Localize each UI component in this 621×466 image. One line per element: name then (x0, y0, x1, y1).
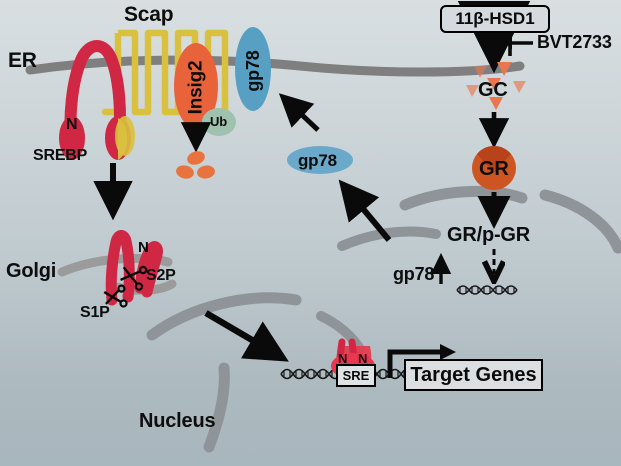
golgi-srebp-n-label: N (138, 239, 149, 256)
bvt2733-inhibition-connector (505, 30, 533, 56)
srebp-dimer-n-right-label: N (358, 351, 368, 366)
insig2-protein (174, 43, 218, 129)
scap-label: Scap (124, 3, 174, 26)
s2p-scissors-icon (120, 265, 148, 291)
gp78-membrane-label: gp78 (243, 50, 263, 92)
srebp-label: SREBP (33, 147, 88, 164)
gc-label: GC (478, 79, 508, 101)
ub-label: Ub (210, 114, 227, 129)
gp78-induction-arrow (338, 179, 392, 242)
gp78-membrane-protein (235, 27, 271, 111)
transcription-start-arrow (387, 344, 456, 378)
gp78-free-label: gp78 (298, 151, 337, 170)
target-genes-box: Target Genes (404, 359, 543, 391)
gp78-upregulated-label: gp78 (393, 264, 435, 284)
s1p-label: S1P (80, 304, 110, 321)
nuclear-envelope (146, 185, 621, 453)
dna-strand-gr (456, 285, 518, 295)
bvt2733-label: BVT2733 (537, 32, 612, 52)
gp78-free-protein (287, 146, 353, 174)
gp78-recruitment-arrow (278, 93, 320, 132)
sre-element-box: SRE (336, 364, 376, 387)
insig2-fragments (176, 151, 215, 179)
nucleus-label: Nucleus (139, 410, 216, 432)
srebp-n-label: N (66, 116, 78, 133)
er-membrane (25, 55, 525, 77)
gr-receptor (472, 145, 516, 190)
s2p-label: S2P (146, 267, 176, 284)
hsd1-enzyme-box: 11β-HSD1 (440, 5, 550, 33)
srebp-dimer-n-left-label: N (338, 351, 348, 366)
s1p-scissors-icon (103, 284, 128, 308)
srebp-protein-er (59, 40, 135, 160)
insig2-label: Insig2 (185, 60, 207, 115)
glucocorticoid-molecules (466, 62, 526, 110)
gr-label: GR (479, 158, 509, 180)
golgi-label: Golgi (6, 260, 57, 282)
gr-pgr-label: GR/p-GR (447, 224, 531, 246)
er-label: ER (8, 49, 37, 72)
srebp-protein-golgi (105, 230, 163, 306)
nuclear-translocation-arrow (204, 310, 289, 362)
